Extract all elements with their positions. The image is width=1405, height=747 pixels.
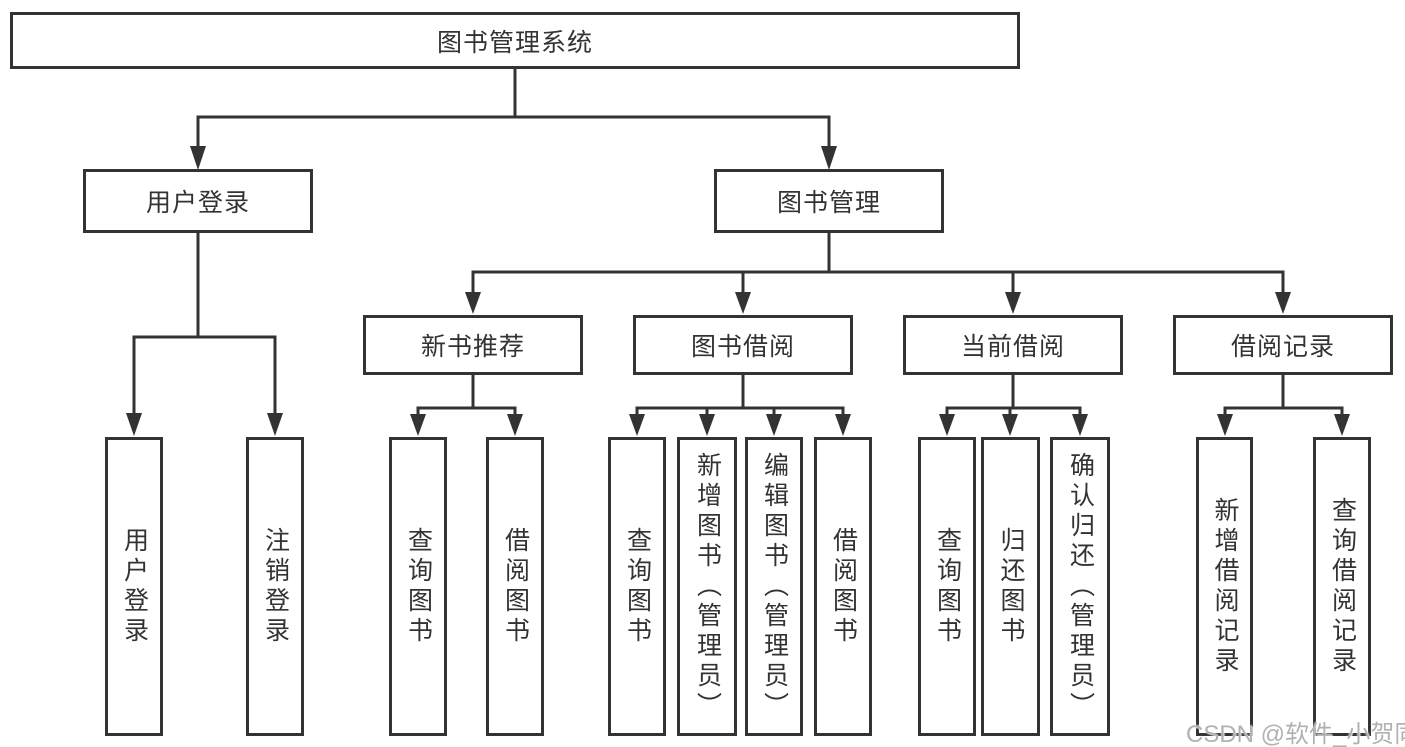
arrow-down-icon: [821, 146, 837, 170]
arrow-down-icon: [735, 292, 751, 314]
arrow-down-icon: [507, 414, 523, 436]
arrow-down-icon: [1005, 292, 1021, 314]
arrow-down-icon: [410, 414, 426, 436]
node-current-borrow: 当前借阅: [903, 315, 1123, 375]
node-label: 注销登录: [261, 526, 290, 647]
connector-userlogin-to-leaves: [132, 233, 277, 413]
arrow-down-icon: [267, 413, 283, 436]
node-label: 图书管理: [776, 189, 881, 217]
connector-recommend-to-leaves: [416, 375, 517, 414]
node-label: 查询图书: [404, 526, 433, 647]
leaf-add-borrow-record: 新增借阅记录: [1196, 437, 1253, 736]
node-label: 当前借阅: [960, 333, 1065, 361]
arrow-down-icon: [835, 414, 851, 436]
node-label: 确认归还（管理员）: [1066, 451, 1095, 722]
arrow-down-icon: [126, 413, 142, 436]
node-label: 查询图书: [933, 526, 962, 647]
node-new-book-recommend: 新书推荐: [363, 315, 583, 375]
leaf-add-book-admin: 新增图书（管理员）: [677, 437, 737, 736]
arrow-down-icon: [939, 414, 955, 436]
arrow-down-icon: [766, 414, 782, 436]
connector-borrow-to-leaves: [635, 375, 845, 414]
node-label: 图书管理系统: [436, 28, 593, 57]
leaf-query-book: 查询图书: [918, 437, 976, 736]
leaf-edit-book-admin: 编辑图书（管理员）: [745, 437, 803, 736]
arrow-down-icon: [1217, 414, 1233, 436]
node-library-system-root: 图书管理系统: [10, 12, 1020, 69]
connector-current-to-leaves: [945, 375, 1082, 414]
connector-bookmgmt-to-level3: [471, 233, 1285, 292]
node-label: 编辑图书（管理员）: [760, 451, 789, 722]
leaf-query-book: 查询图书: [608, 437, 666, 736]
node-label: 新增借阅记录: [1211, 496, 1239, 677]
leaf-borrow-book: 借阅图书: [814, 437, 872, 736]
arrow-down-icon: [1002, 414, 1018, 436]
node-user-login-branch: 用户登录: [83, 169, 313, 233]
node-label: 借阅图书: [501, 526, 530, 647]
arrow-down-icon: [465, 292, 481, 314]
arrow-down-icon: [190, 146, 206, 170]
node-label: 用户登录: [120, 526, 149, 647]
leaf-query-borrow-record: 查询借阅记录: [1313, 437, 1371, 736]
connector-root-to-level2: [196, 68, 831, 146]
node-label: 借阅图书: [829, 526, 858, 647]
arrow-down-icon: [1275, 292, 1291, 314]
leaf-confirm-return-admin: 确认归还（管理员）: [1050, 437, 1110, 736]
arrow-down-icon: [1334, 414, 1350, 436]
arrow-down-icon: [1072, 414, 1088, 436]
csdn-watermark: CSDN @软件_小贺同学: [1186, 721, 1405, 747]
node-label: 查询图书: [623, 526, 652, 647]
leaf-borrow-book: 借阅图书: [486, 437, 544, 736]
node-book-management-branch: 图书管理: [714, 169, 944, 233]
node-label: 借阅记录: [1230, 333, 1335, 361]
connector-records-to-leaves: [1223, 375, 1344, 414]
arrow-down-icon: [699, 414, 715, 436]
leaf-query-book: 查询图书: [389, 437, 447, 736]
arrow-down-icon: [629, 414, 645, 436]
leaf-return-book: 归还图书: [981, 437, 1040, 736]
leaf-logout: 注销登录: [246, 437, 304, 736]
node-book-borrow: 图书借阅: [633, 315, 853, 375]
node-label: 用户登录: [145, 189, 250, 217]
node-label: 新增图书（管理员）: [693, 451, 722, 722]
node-label: 查询借阅记录: [1328, 496, 1357, 677]
node-label: 新书推荐: [420, 333, 525, 361]
node-borrow-records: 借阅记录: [1173, 315, 1393, 375]
leaf-user-login: 用户登录: [105, 437, 163, 736]
node-label: 图书借阅: [690, 333, 795, 361]
node-label: 归还图书: [997, 526, 1025, 647]
